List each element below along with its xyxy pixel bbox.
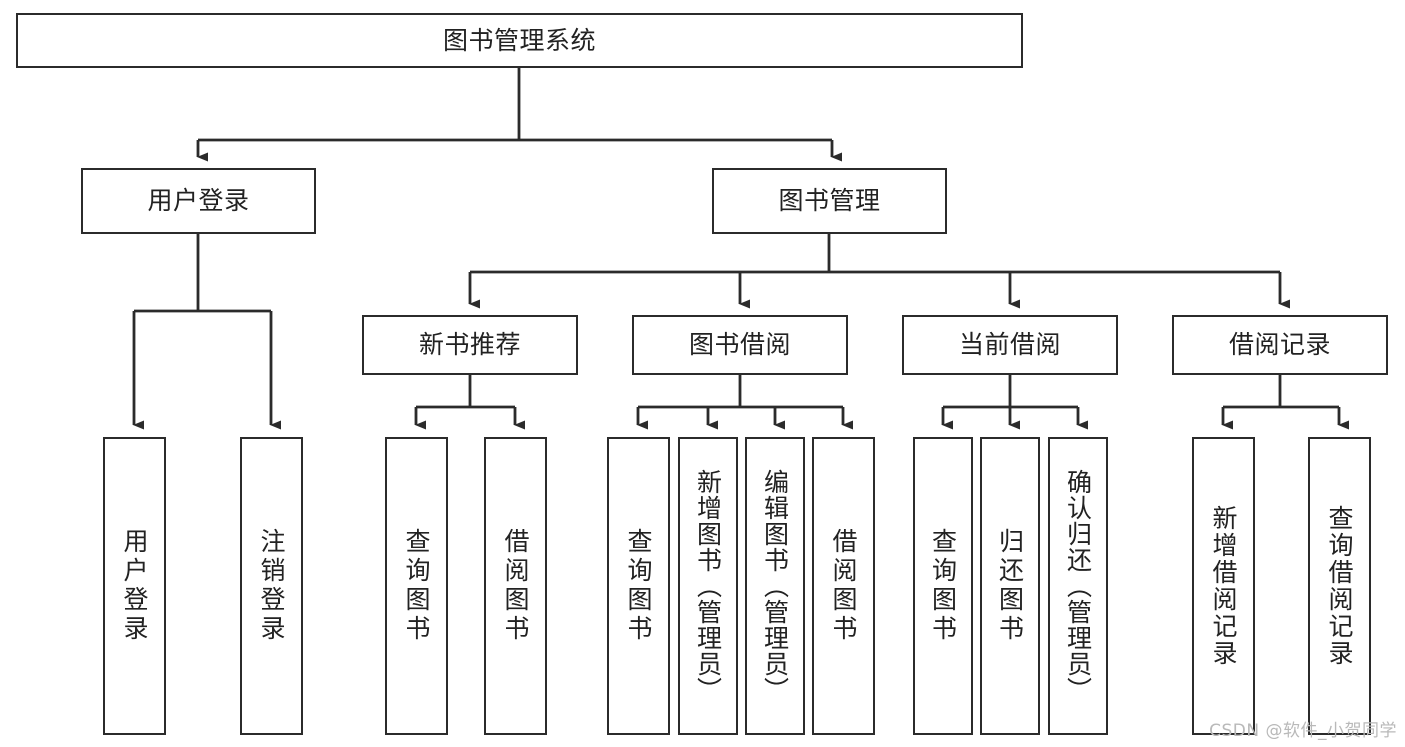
leaf-logout[interactable]: 注销登录 — [240, 437, 303, 735]
node-root[interactable]: 图书管理系统 — [16, 13, 1023, 68]
leaf-query-record-label: 查询借阅记录 — [1325, 505, 1354, 667]
leaf-borrow-book[interactable]: 借阅图书 — [812, 437, 875, 735]
leaf-query-book-recommend-label: 查询图书 — [402, 528, 431, 644]
node-root-label: 图书管理系统 — [442, 25, 596, 55]
csdn-watermark: CSDN @软件_小贺同学 — [1209, 721, 1397, 741]
leaf-borrow-book-recommend[interactable]: 借阅图书 — [484, 437, 547, 735]
leaf-add-record-label: 新增借阅记录 — [1209, 505, 1238, 667]
node-user-login-label: 用户登录 — [147, 186, 250, 216]
leaf-confirm-return-label: 确认归还（管理员） — [1063, 469, 1093, 703]
node-borrow-record[interactable]: 借阅记录 — [1172, 315, 1388, 375]
node-current-borrow-label: 当前借阅 — [958, 330, 1061, 360]
node-current-borrow[interactable]: 当前借阅 — [902, 315, 1118, 375]
leaf-return-book-label: 归还图书 — [995, 528, 1025, 644]
leaf-add-book[interactable]: 新增图书（管理员） — [678, 437, 738, 735]
leaf-return-book[interactable]: 归还图书 — [980, 437, 1040, 735]
node-book-borrow[interactable]: 图书借阅 — [632, 315, 848, 375]
leaf-user-login[interactable]: 用户登录 — [103, 437, 166, 735]
leaf-borrow-book-label: 借阅图书 — [829, 528, 858, 644]
node-book-manage-label: 图书管理 — [778, 186, 881, 216]
leaf-edit-book[interactable]: 编辑图书（管理员） — [745, 437, 805, 735]
leaf-add-book-label: 新增图书（管理员） — [693, 469, 723, 703]
leaf-logout-label: 注销登录 — [257, 528, 286, 644]
node-borrow-record-label: 借阅记录 — [1228, 330, 1331, 360]
node-new-book-recommend-label: 新书推荐 — [418, 330, 521, 360]
node-new-book-recommend[interactable]: 新书推荐 — [362, 315, 578, 375]
leaf-query-book-current[interactable]: 查询图书 — [913, 437, 973, 735]
node-book-manage[interactable]: 图书管理 — [712, 168, 947, 234]
leaf-borrow-book-recommend-label: 借阅图书 — [501, 528, 530, 644]
leaf-edit-book-label: 编辑图书（管理员） — [760, 469, 790, 703]
leaf-confirm-return[interactable]: 确认归还（管理员） — [1048, 437, 1108, 735]
leaf-query-book-borrow-label: 查询图书 — [624, 528, 653, 644]
leaf-query-book-current-label: 查询图书 — [928, 528, 958, 644]
node-user-login[interactable]: 用户登录 — [81, 168, 316, 234]
node-book-borrow-label: 图书借阅 — [688, 330, 791, 360]
leaf-add-record[interactable]: 新增借阅记录 — [1192, 437, 1255, 735]
leaf-query-book-borrow[interactable]: 查询图书 — [607, 437, 670, 735]
leaf-query-record[interactable]: 查询借阅记录 — [1308, 437, 1371, 735]
leaf-query-book-recommend[interactable]: 查询图书 — [385, 437, 448, 735]
leaf-user-login-label: 用户登录 — [120, 528, 149, 644]
